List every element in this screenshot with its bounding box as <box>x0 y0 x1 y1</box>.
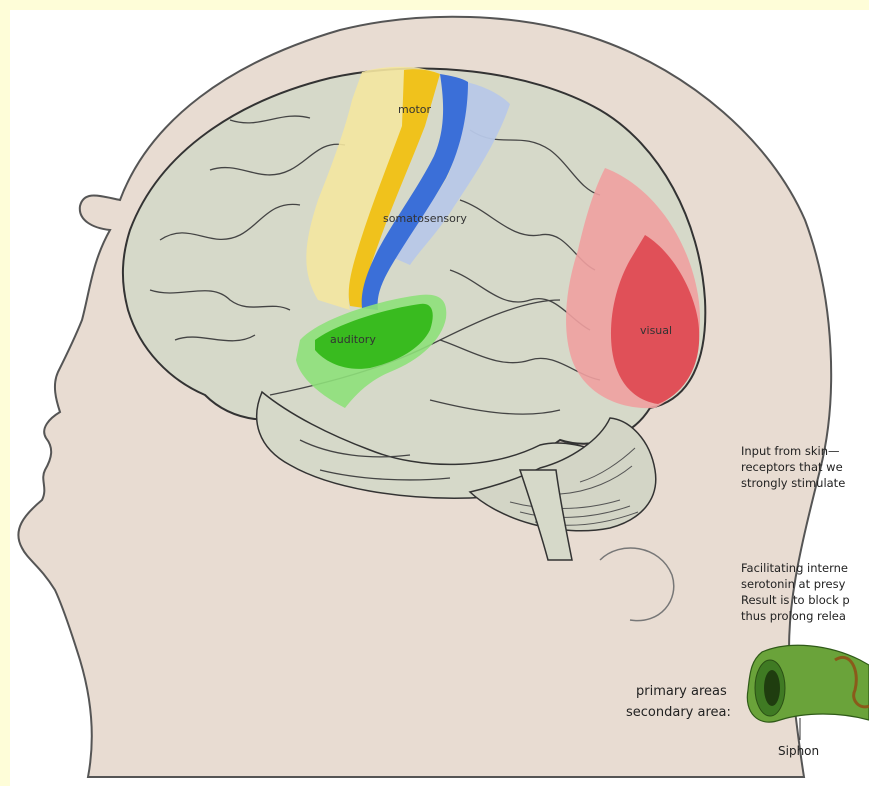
note-line: strongly stimulate <box>741 475 845 491</box>
region-label-visual: visual <box>640 324 672 337</box>
note-line: serotonin at presy <box>741 576 850 592</box>
region-label-motor: motor <box>398 103 431 116</box>
legend-secondary: secondary area: <box>626 705 731 720</box>
siphon-label: Siphon <box>778 744 819 758</box>
note-line: Input from skin— <box>741 443 845 459</box>
input-from-skin-note: Input from skin— receptors that we stron… <box>741 443 845 491</box>
note-line: thus prolong relea <box>741 608 850 624</box>
region-label-somatosensory: somatosensory <box>383 212 467 225</box>
note-line: Result is to block p <box>741 592 850 608</box>
note-line: receptors that we <box>741 459 845 475</box>
note-line: Facilitating interne <box>741 560 850 576</box>
facilitating-note: Facilitating interne serotonin at presy … <box>741 560 850 624</box>
siphon-inner <box>764 670 780 706</box>
legend-primary: primary areas <box>636 684 727 699</box>
region-label-auditory: auditory <box>330 333 376 346</box>
